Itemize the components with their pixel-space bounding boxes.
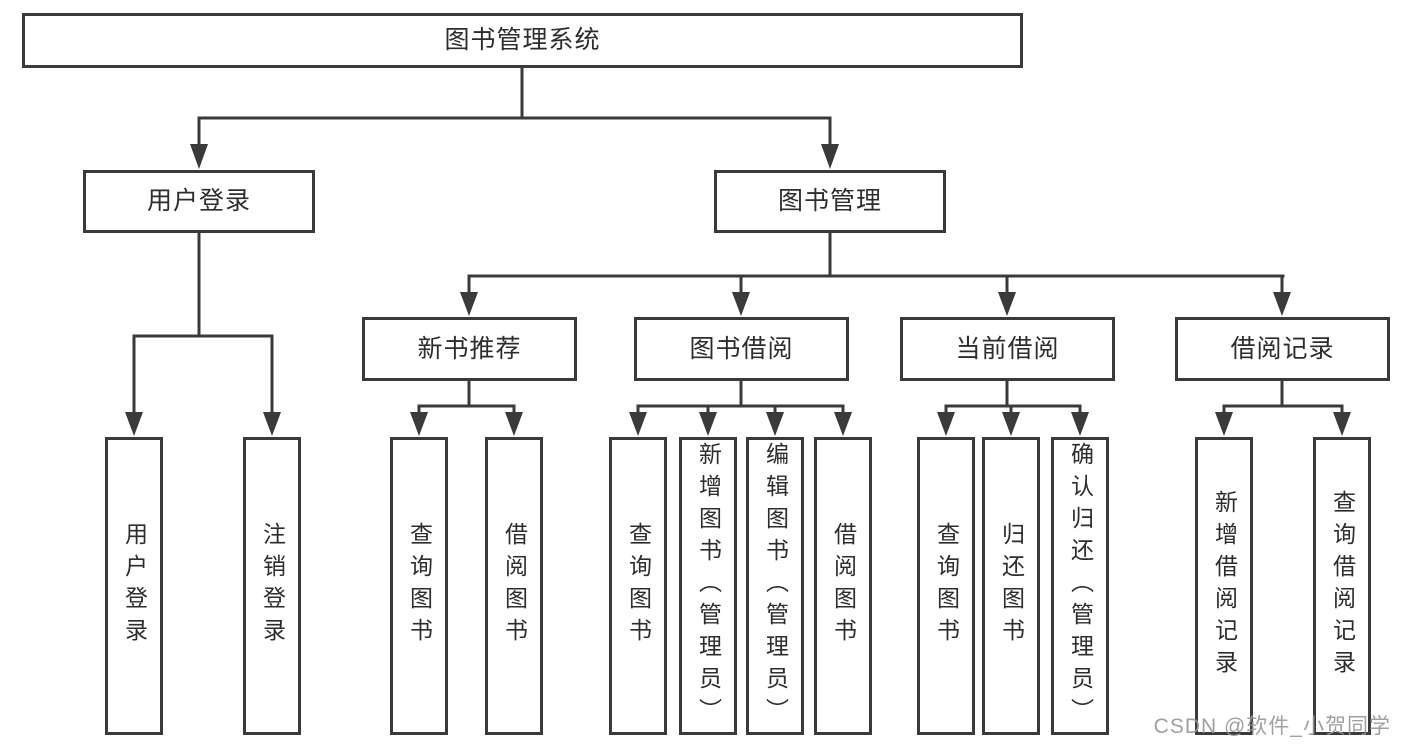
- leaf-add-borrow-record: 新增借阅记录: [1195, 437, 1253, 735]
- node-borrow-records: 借阅记录: [1175, 317, 1390, 381]
- leaf-query-books-recommend-label: 查询图书: [406, 522, 433, 650]
- leaf-edit-books-admin-label: 编辑图书（管理员）: [762, 442, 789, 730]
- node-user-login-label: 用户登录: [146, 187, 251, 215]
- node-current-borrow-label: 当前借阅: [955, 334, 1060, 363]
- leaf-add-borrow-record-label: 新增借阅记录: [1211, 490, 1238, 682]
- leaf-confirm-return-admin-label: 确认归还（管理员）: [1067, 442, 1094, 730]
- node-root-label: 图书管理系统: [444, 26, 601, 54]
- leaf-borrow-books-label: 借阅图书: [830, 522, 857, 650]
- node-borrow-records-label: 借阅记录: [1230, 334, 1335, 363]
- leaf-query-books-borrow: 查询图书: [609, 437, 667, 735]
- node-book-borrow: 图书借阅: [634, 317, 849, 381]
- leaf-return-books: 归还图书: [982, 437, 1040, 735]
- leaf-query-books-recommend: 查询图书: [390, 437, 448, 735]
- node-book-borrow-label: 图书借阅: [689, 334, 794, 363]
- leaf-query-borrow-record: 查询借阅记录: [1313, 437, 1371, 735]
- node-book-management-label: 图书管理: [777, 187, 882, 215]
- leaf-add-books-admin: 新增图书（管理员）: [679, 437, 737, 735]
- leaf-borrow-books-recommend: 借阅图书: [485, 437, 543, 735]
- node-current-borrow: 当前借阅: [900, 317, 1115, 381]
- leaf-logout: 注销登录: [243, 437, 301, 735]
- leaf-query-books-current: 查询图书: [917, 437, 975, 735]
- leaf-borrow-books-recommend-label: 借阅图书: [501, 522, 528, 650]
- leaf-confirm-return-admin: 确认归还（管理员）: [1051, 437, 1109, 735]
- leaf-return-books-label: 归还图书: [998, 522, 1025, 650]
- leaf-add-books-admin-label: 新增图书（管理员）: [695, 442, 722, 730]
- watermark: CSDN @软件_小贺同学: [1153, 715, 1391, 738]
- leaf-logout-label: 注销登录: [259, 522, 286, 650]
- leaf-edit-books-admin: 编辑图书（管理员）: [746, 437, 804, 735]
- node-root-library-system: 图书管理系统: [22, 13, 1023, 68]
- leaf-borrow-books: 借阅图书: [814, 437, 872, 735]
- node-book-management: 图书管理: [714, 170, 946, 233]
- leaf-user-login: 用户登录: [105, 437, 163, 735]
- arrowheads: [125, 144, 1351, 436]
- node-user-login: 用户登录: [83, 170, 315, 233]
- leaf-query-books-current-label: 查询图书: [933, 522, 960, 650]
- leaf-query-books-borrow-label: 查询图书: [625, 522, 652, 650]
- leaf-user-login-label: 用户登录: [121, 522, 148, 650]
- node-new-book-recommend: 新书推荐: [362, 317, 577, 381]
- leaf-query-borrow-record-label: 查询借阅记录: [1329, 490, 1356, 682]
- node-new-book-recommend-label: 新书推荐: [417, 334, 522, 363]
